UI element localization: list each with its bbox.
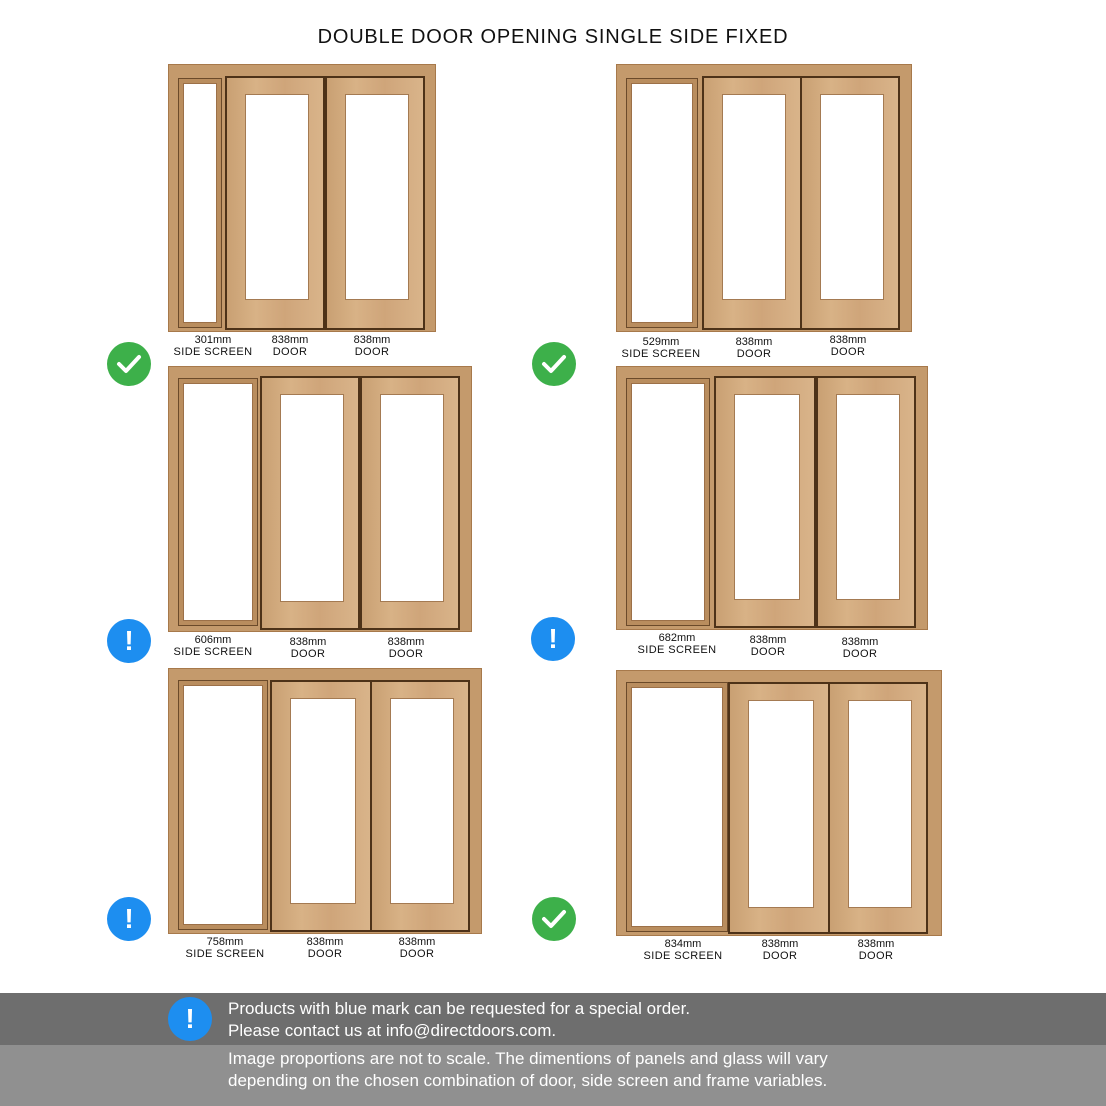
footer-disclaimer-band: [0, 1045, 1106, 1106]
check-icon: [532, 342, 576, 386]
exclamation-icon: !: [531, 617, 575, 661]
door-glass: [722, 94, 786, 300]
door-leaf-left: [702, 76, 802, 330]
door-glass: [380, 394, 444, 602]
door-leaf-right: [828, 682, 928, 934]
door-glass: [848, 700, 912, 908]
door-glass: [836, 394, 900, 600]
door-glass: [820, 94, 884, 300]
side-screen: [178, 680, 268, 930]
door-glass: [245, 94, 309, 300]
door-glass: [748, 700, 814, 908]
side-screen-glass: [183, 685, 263, 925]
check-icon: [532, 897, 576, 941]
door-leaf-right: [800, 76, 900, 330]
exclamation-icon: !: [107, 619, 151, 663]
door-leaf-left: [728, 682, 830, 934]
door-glass: [290, 698, 356, 904]
proportion-disclaimer: Image proportions are not to scale. The …: [228, 1048, 828, 1092]
door-leaf-left: [260, 376, 360, 630]
side-screen-glass: [183, 383, 253, 621]
door-leaf-right: [816, 376, 916, 628]
door-glass: [390, 698, 454, 904]
disclaimer-line: Image proportions are not to scale. The …: [228, 1049, 828, 1068]
side-screen: [626, 682, 728, 932]
check-icon: [107, 342, 151, 386]
side-screen: [178, 378, 258, 626]
door-leaf-left: [270, 680, 372, 932]
exclamation-icon: !: [107, 897, 151, 941]
special-order-notice: Products with blue mark can be requested…: [228, 998, 690, 1042]
door-leaf-right: [370, 680, 470, 932]
contact-line: Please contact us at info@directdoors.co…: [228, 1021, 557, 1040]
disclaimer-line: depending on the chosen combination of d…: [228, 1071, 828, 1090]
door-glass: [345, 94, 409, 300]
door-glass: [734, 394, 800, 600]
page-title: DOUBLE DOOR OPENING SINGLE SIDE FIXED: [317, 26, 789, 48]
side-screen-glass: [631, 383, 705, 621]
side-screen: [626, 378, 710, 626]
door-leaf-right: [360, 376, 460, 630]
side-screen-glass: [183, 83, 217, 323]
door-leaf-right: [325, 76, 425, 330]
side-screen: [626, 78, 698, 328]
door-leaf-left: [714, 376, 816, 628]
side-screen: [178, 78, 222, 328]
special-order-line: Products with blue mark can be requested…: [228, 999, 691, 1018]
side-screen-glass: [631, 83, 693, 323]
door-glass: [280, 394, 344, 602]
side-screen-glass: [631, 687, 723, 927]
exclamation-icon: !: [168, 997, 212, 1041]
door-leaf-left: [225, 76, 325, 330]
